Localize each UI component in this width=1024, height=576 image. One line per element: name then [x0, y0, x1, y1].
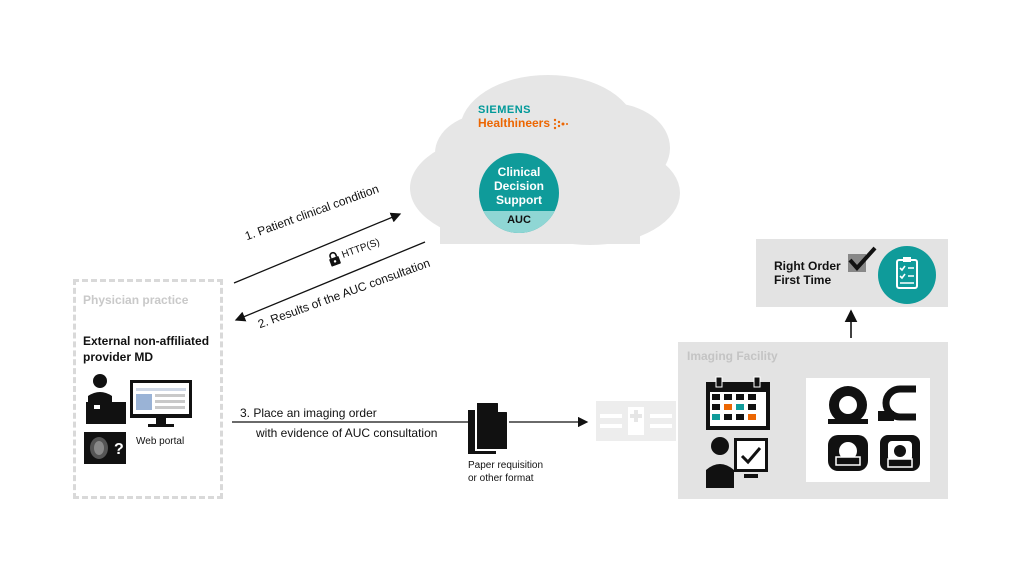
calendar-icon [706, 376, 770, 430]
arrow-patient-condition [233, 212, 402, 284]
cds-label-line1: Clinical [497, 165, 541, 179]
lock-icon [329, 251, 341, 267]
checklist-badge-icon [878, 246, 936, 304]
right-order-label: Right Order First Time [774, 259, 841, 287]
paper-document-icon [468, 401, 509, 454]
http-label: HTTP(S) [326, 235, 382, 267]
checkmark-icon [848, 246, 877, 272]
arrow-auc-results [234, 241, 426, 322]
clinical-decision-support-badge: Clinical Decision Support AUC [479, 153, 559, 233]
auc-label: AUC [479, 211, 559, 233]
physician-practice-box [73, 279, 223, 499]
brand-name: SIEMENS [478, 104, 532, 116]
provider-line2: provider MD [83, 350, 154, 364]
practice-title: Physician practice [83, 293, 189, 307]
brand-subtitle: Healthineers [478, 116, 569, 130]
cds-label-line3: Support [496, 193, 542, 207]
step3-label-line1: 3. Place an imaging order [240, 406, 377, 420]
imaging-scanners-icon [828, 385, 920, 471]
siemens-healthineers-logo: SIEMENS Healthineers [478, 104, 569, 130]
web-portal-label: Web portal [136, 436, 185, 447]
step3-label-line2: with evidence of AUC consultation [256, 426, 438, 440]
healthcare-logo-icon [596, 401, 676, 441]
paper-requisition-label: Paper requisition or other format [468, 460, 544, 484]
svg-text:?: ? [114, 441, 124, 458]
provider-label: External non-affiliated provider MD [83, 333, 209, 365]
provider-line1: External non-affiliated [83, 334, 210, 348]
physician-workstation-icon: ? [84, 374, 192, 464]
cds-label-line2: Decision [493, 179, 544, 193]
technician-workstation-icon [706, 437, 768, 488]
imaging-facility-title: Imaging Facility [687, 349, 778, 363]
